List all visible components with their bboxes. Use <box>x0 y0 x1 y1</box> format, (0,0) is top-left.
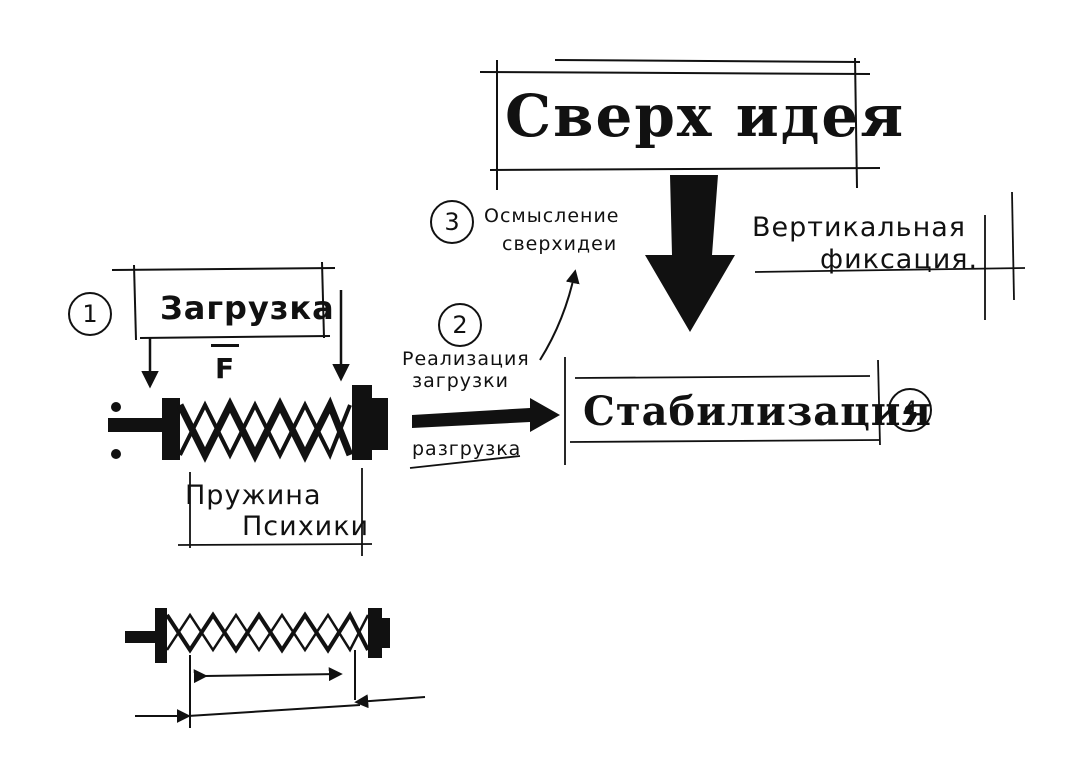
step-2-badge: 2 <box>438 303 482 347</box>
realization-label-line2: загрузки <box>412 370 509 392</box>
step-1-badge: 1 <box>68 292 112 336</box>
insight-arrow <box>539 269 580 361</box>
stabilization-frame <box>564 357 881 465</box>
insight-label-line2: сверхидеи <box>502 233 618 255</box>
step-4-badge: 4 <box>888 388 932 432</box>
title-frame <box>479 57 881 190</box>
force-label: F <box>215 352 235 385</box>
compressed-spring-diagram <box>125 608 426 728</box>
spring-label-line1: Пружина <box>185 480 322 511</box>
step-1-label: Загрузка <box>160 289 335 327</box>
spring-label-frame <box>177 468 373 556</box>
force-vector-bar <box>211 344 239 347</box>
realization-arrow <box>412 398 560 432</box>
realization-label-line1: Реализация <box>402 348 530 370</box>
spring-device <box>108 385 388 463</box>
vertical-frame <box>754 191 1026 320</box>
load-frame <box>111 261 336 341</box>
page-title: Сверх идея <box>505 82 906 150</box>
spring-label-line2: Психики <box>242 511 370 542</box>
vertical-label-line1: Вертикальная <box>752 212 967 243</box>
big-down-arrow <box>645 175 735 332</box>
vertical-label-line2: фиксация. <box>820 244 979 275</box>
insight-label-line1: Осмысление <box>484 205 620 227</box>
step-4-label: Стабилизация <box>583 388 932 435</box>
unload-label: разгрузка <box>412 438 522 460</box>
unload-underline <box>409 455 521 469</box>
step-3-badge: 3 <box>430 200 474 244</box>
